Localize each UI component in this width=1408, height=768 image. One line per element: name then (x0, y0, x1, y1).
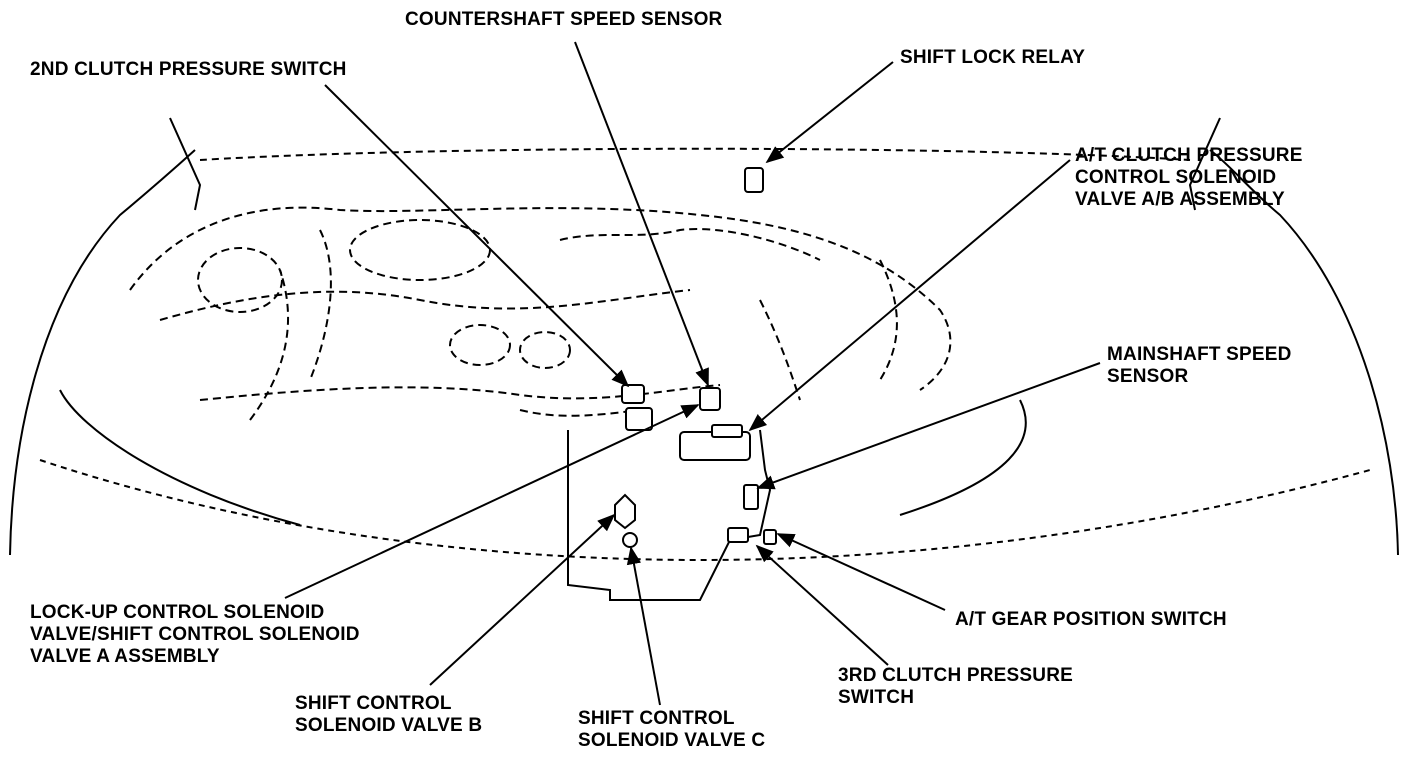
vehicle-body-outline (9, 117, 1399, 562)
label-shift-control-solenoid-valve-b: SHIFT CONTROL SOLENOID VALVE B (295, 693, 483, 736)
label-at-gear-position-switch: A/T GEAR POSITION SWITCH (955, 609, 1227, 630)
label-countershaft-speed-sensor: COUNTERSHAFT SPEED SENSOR (405, 9, 723, 30)
label-2nd-clutch-pressure-switch: 2ND CLUTCH PRESSURE SWITCH (30, 59, 347, 80)
label-shift-control-solenoid-valve-c: SHIFT CONTROL SOLENOID VALVE C (578, 708, 766, 751)
label-lockup-control-solenoid: LOCK-UP CONTROL SOLENOID VALVE/SHIFT CON… (30, 602, 360, 667)
label-3rd-clutch-pressure-switch: 3RD CLUTCH PRESSURE SWITCH (838, 665, 1073, 708)
leader-lines (284, 41, 1101, 706)
label-at-clutch-pressure-control-solenoid: A/T CLUTCH PRESSURE CONTROL SOLENOID VAL… (1075, 145, 1303, 210)
label-shift-lock-relay: SHIFT LOCK RELAY (900, 47, 1086, 68)
engine-block (129, 206, 952, 421)
component-parts (614, 167, 777, 548)
label-mainshaft-speed-sensor: MAINSHAFT SPEED SENSOR (1107, 344, 1292, 387)
